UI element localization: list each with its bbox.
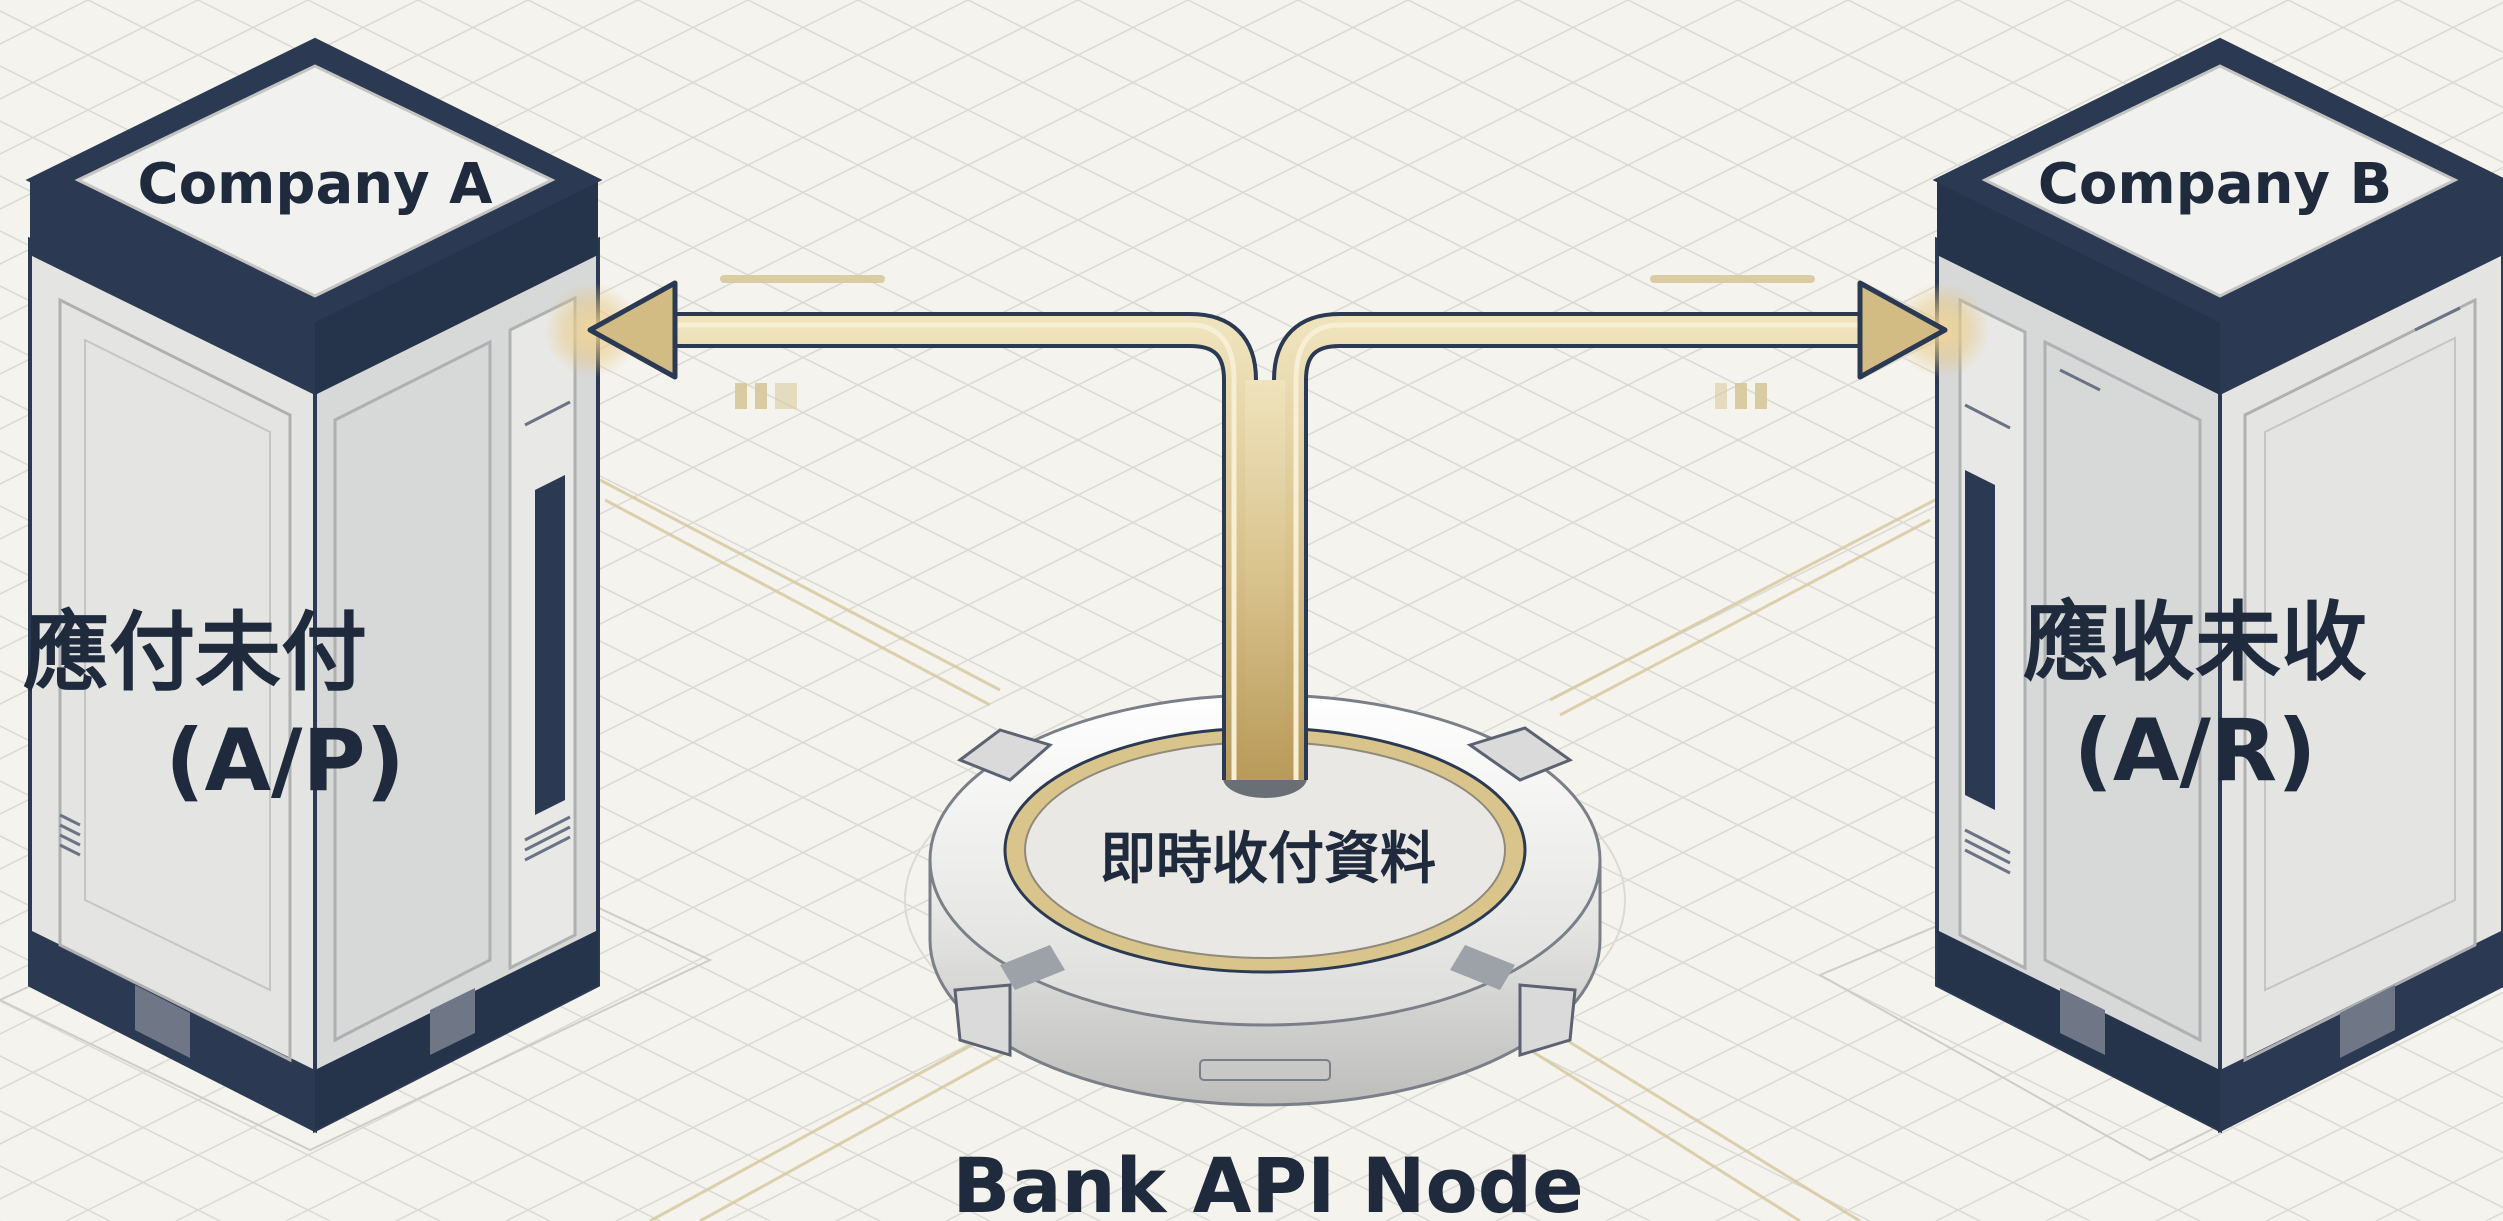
- company-a-tower: [25, 37, 603, 1134]
- company-a-ledger-code: (A/P): [165, 711, 405, 811]
- company-b-ledger-label: 應收未收: [2023, 593, 2367, 693]
- bank-api-hub: [904, 693, 1626, 1107]
- company-b-tower: [1932, 37, 2503, 1134]
- grid-line: [0, 0, 1959, 980]
- grid-line: [1297, 0, 2503, 604]
- grid-line: [1517, 0, 2503, 494]
- company-b-name: Company B: [2038, 152, 2392, 217]
- floor-traces: [599, 478, 1936, 1221]
- hub-caption: Bank API Node: [952, 1141, 1583, 1221]
- grid-line: [0, 0, 419, 210]
- grid-line: [505, 221, 2503, 1221]
- motion-dashes: [720, 275, 1815, 409]
- company-a-ledger-label: 應付未付: [23, 603, 367, 703]
- hub-center-label: 即時收付資料: [1100, 827, 1436, 892]
- grid-line: [0, 0, 1079, 540]
- arrow-to-company-a: [587, 280, 678, 380]
- grid-line: [1385, 661, 2503, 1221]
- grid-line: [1495, 716, 2503, 1221]
- grid-line: [527, 0, 2503, 989]
- grid-line: [0, 0, 1189, 595]
- grid-line: [0, 0, 1849, 925]
- company-a-name: Company A: [137, 152, 493, 217]
- grid-line: [1407, 0, 2503, 549]
- data-pipes: [675, 312, 1860, 780]
- grid-line: [637, 0, 2503, 934]
- arrow-to-company-b: [1857, 280, 1948, 380]
- grid-line: [2045, 991, 2503, 1221]
- company-b-ledger-code: (A/R): [2074, 701, 2317, 801]
